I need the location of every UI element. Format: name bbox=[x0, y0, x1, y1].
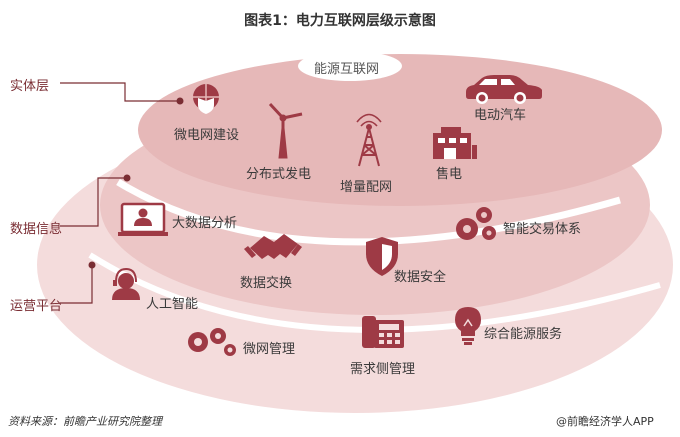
data-security-icon bbox=[366, 237, 398, 276]
wind-turbine-icon bbox=[268, 102, 303, 159]
leader-dot-information bbox=[123, 174, 131, 182]
center-label: 能源互联网 bbox=[314, 62, 380, 77]
source-note: 资料来源：前瞻产业研究院整理 bbox=[8, 415, 162, 428]
item-smart-trading: 智能交易体系 bbox=[503, 222, 582, 237]
telephone-icon bbox=[362, 316, 404, 348]
transmission-tower-icon bbox=[356, 113, 382, 167]
diagram-title: 图表1：电力互联网层级示意图 bbox=[244, 13, 436, 29]
leader-information bbox=[60, 177, 127, 227]
item-artificial-intelligence: 人工智能 bbox=[146, 297, 199, 312]
electric-car-icon bbox=[466, 75, 542, 104]
item-microgrid-construction: 微电网建设 bbox=[174, 128, 240, 143]
leader-operation bbox=[60, 265, 93, 304]
center-label-bubble bbox=[298, 51, 402, 81]
item-incremental-distribution: 增量配网 bbox=[340, 180, 393, 195]
microgrid-icon bbox=[193, 84, 219, 114]
item-big-data-analysis: 大数据分析 bbox=[172, 216, 238, 231]
leader-dot-operation bbox=[88, 261, 96, 269]
arc-separator-lower bbox=[88, 252, 661, 333]
item-data-exchange: 数据交换 bbox=[240, 276, 293, 291]
gears-trading-icon bbox=[456, 207, 496, 240]
item-data-security: 数据安全 bbox=[394, 270, 447, 285]
sales-building-icon bbox=[433, 127, 477, 159]
side-label-information: 数据信息 bbox=[10, 222, 63, 237]
arc-separator-upper bbox=[116, 179, 621, 246]
side-label-physical: 实体层 bbox=[10, 79, 50, 94]
brand-note: @前瞻经济学人APP bbox=[556, 415, 654, 428]
leader-physical bbox=[60, 82, 180, 102]
handshake-icon bbox=[244, 234, 302, 259]
leader-dot-physical bbox=[176, 97, 184, 105]
item-demand-side-management: 需求侧管理 bbox=[350, 362, 416, 377]
item-integrated-energy-services: 综合能源服务 bbox=[484, 327, 563, 342]
item-electricity-sales: 售电 bbox=[436, 167, 463, 182]
lightbulb-icon bbox=[455, 307, 481, 345]
item-electric-vehicle: 电动汽车 bbox=[474, 108, 527, 123]
data-analysis-icon bbox=[118, 202, 168, 236]
side-label-operation: 运营平台 bbox=[10, 299, 63, 314]
item-distributed-generation: 分布式发电 bbox=[246, 167, 312, 182]
headset-operator-icon bbox=[112, 267, 140, 300]
gears-management-icon bbox=[188, 328, 236, 356]
item-microgrid-management: 微网管理 bbox=[243, 342, 296, 357]
